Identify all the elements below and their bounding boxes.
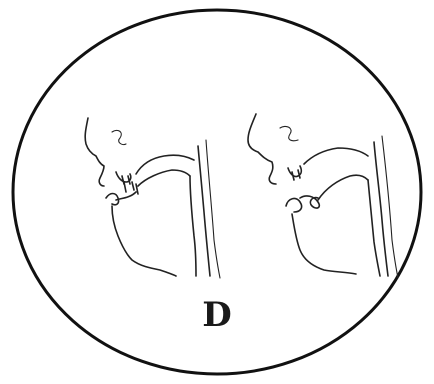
right-nostril [280, 126, 298, 140]
left-chin-jaw [112, 206, 176, 276]
right-palate [304, 148, 368, 164]
right-pharynx-front [368, 180, 380, 276]
left-tongue [138, 170, 190, 186]
left-face-outline [85, 118, 104, 186]
right-face-outline [248, 114, 276, 184]
right-head-profile [248, 114, 398, 278]
left-pharynx-front [190, 176, 196, 276]
right-spine [382, 136, 398, 278]
right-chin-jaw [292, 214, 356, 274]
left-lower-lip [106, 182, 138, 205]
left-nostril [112, 130, 126, 144]
figure-label: D [0, 298, 434, 332]
right-upper-teeth [288, 166, 301, 180]
left-head-profile [85, 118, 220, 278]
right-tongue [318, 175, 368, 200]
right-lower-lip [286, 196, 319, 212]
